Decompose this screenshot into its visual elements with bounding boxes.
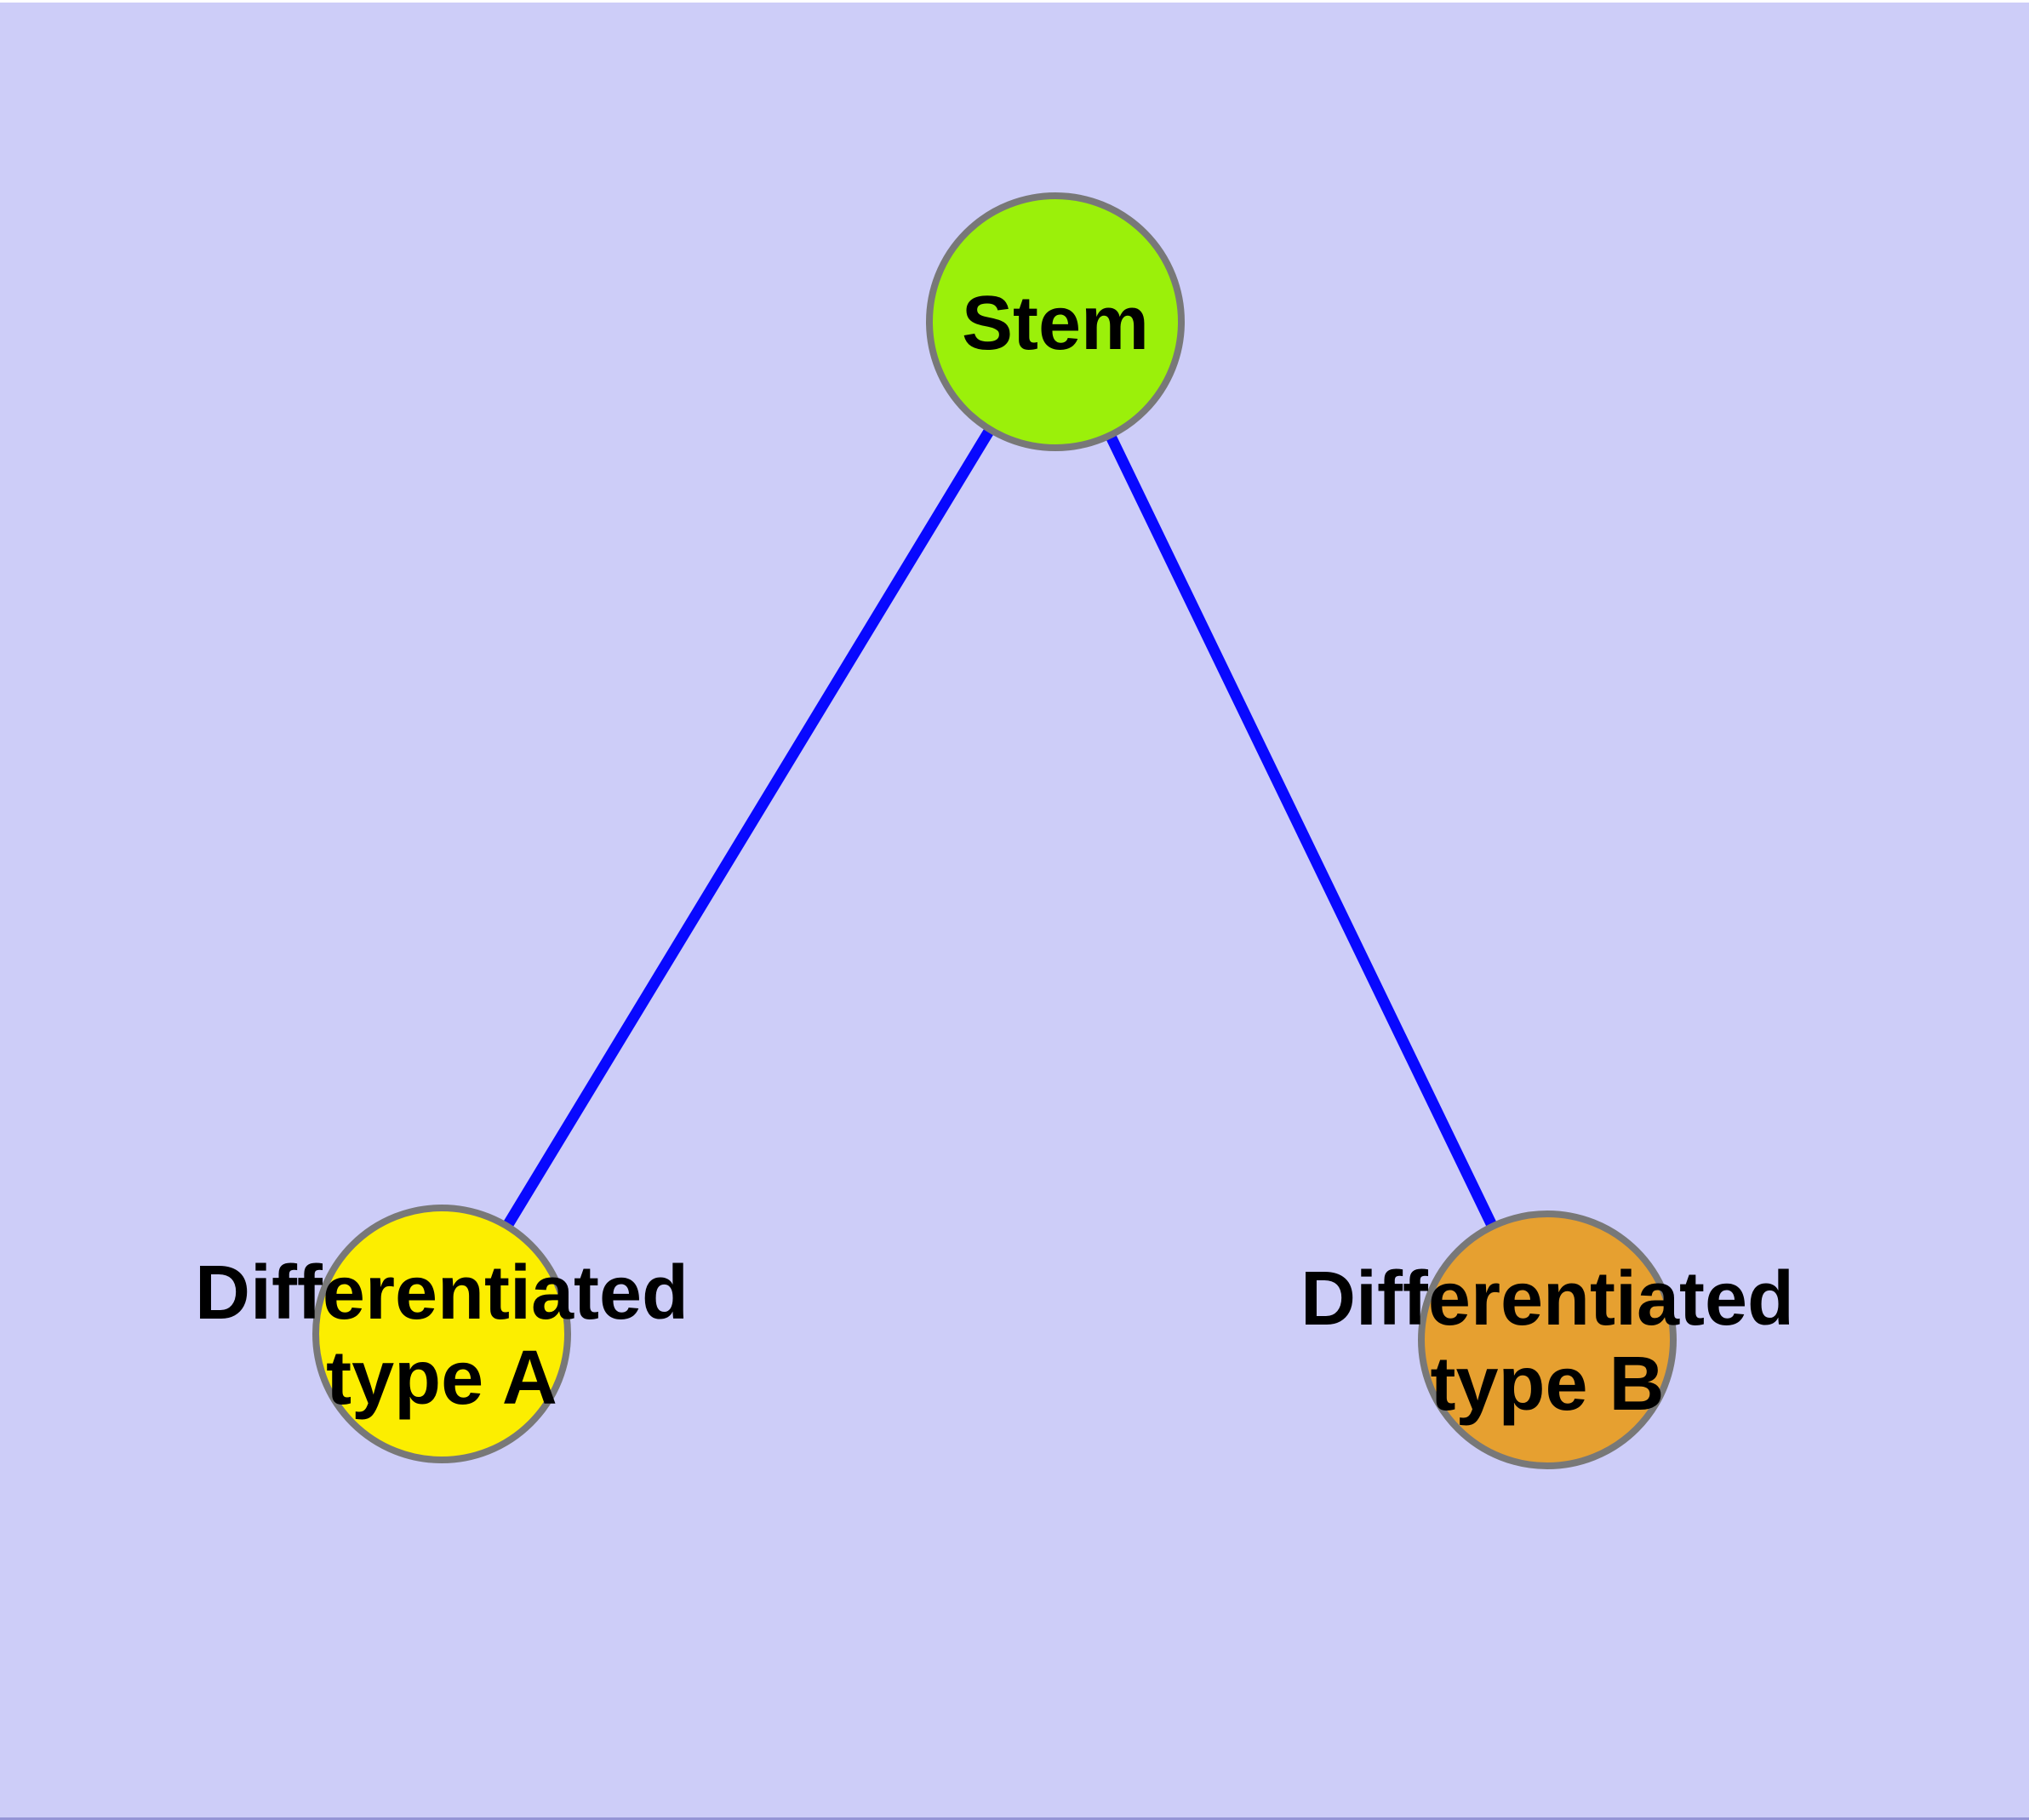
edge-stem-to-diff-type-a (437, 318, 1060, 1337)
top-white-strip (0, 0, 2029, 3)
node-circle-diff-type-a (312, 1205, 571, 1463)
node-circle-stem (926, 192, 1185, 451)
node-label-stem: Stem (962, 281, 1149, 366)
node-circle-diff-type-b (1418, 1210, 1677, 1469)
edge-stem-to-diff-type-b (1050, 319, 1552, 1342)
bottom-border-line (0, 1817, 2029, 1820)
node-stem: Stem (926, 192, 1185, 451)
edges-layer (437, 318, 1552, 1342)
